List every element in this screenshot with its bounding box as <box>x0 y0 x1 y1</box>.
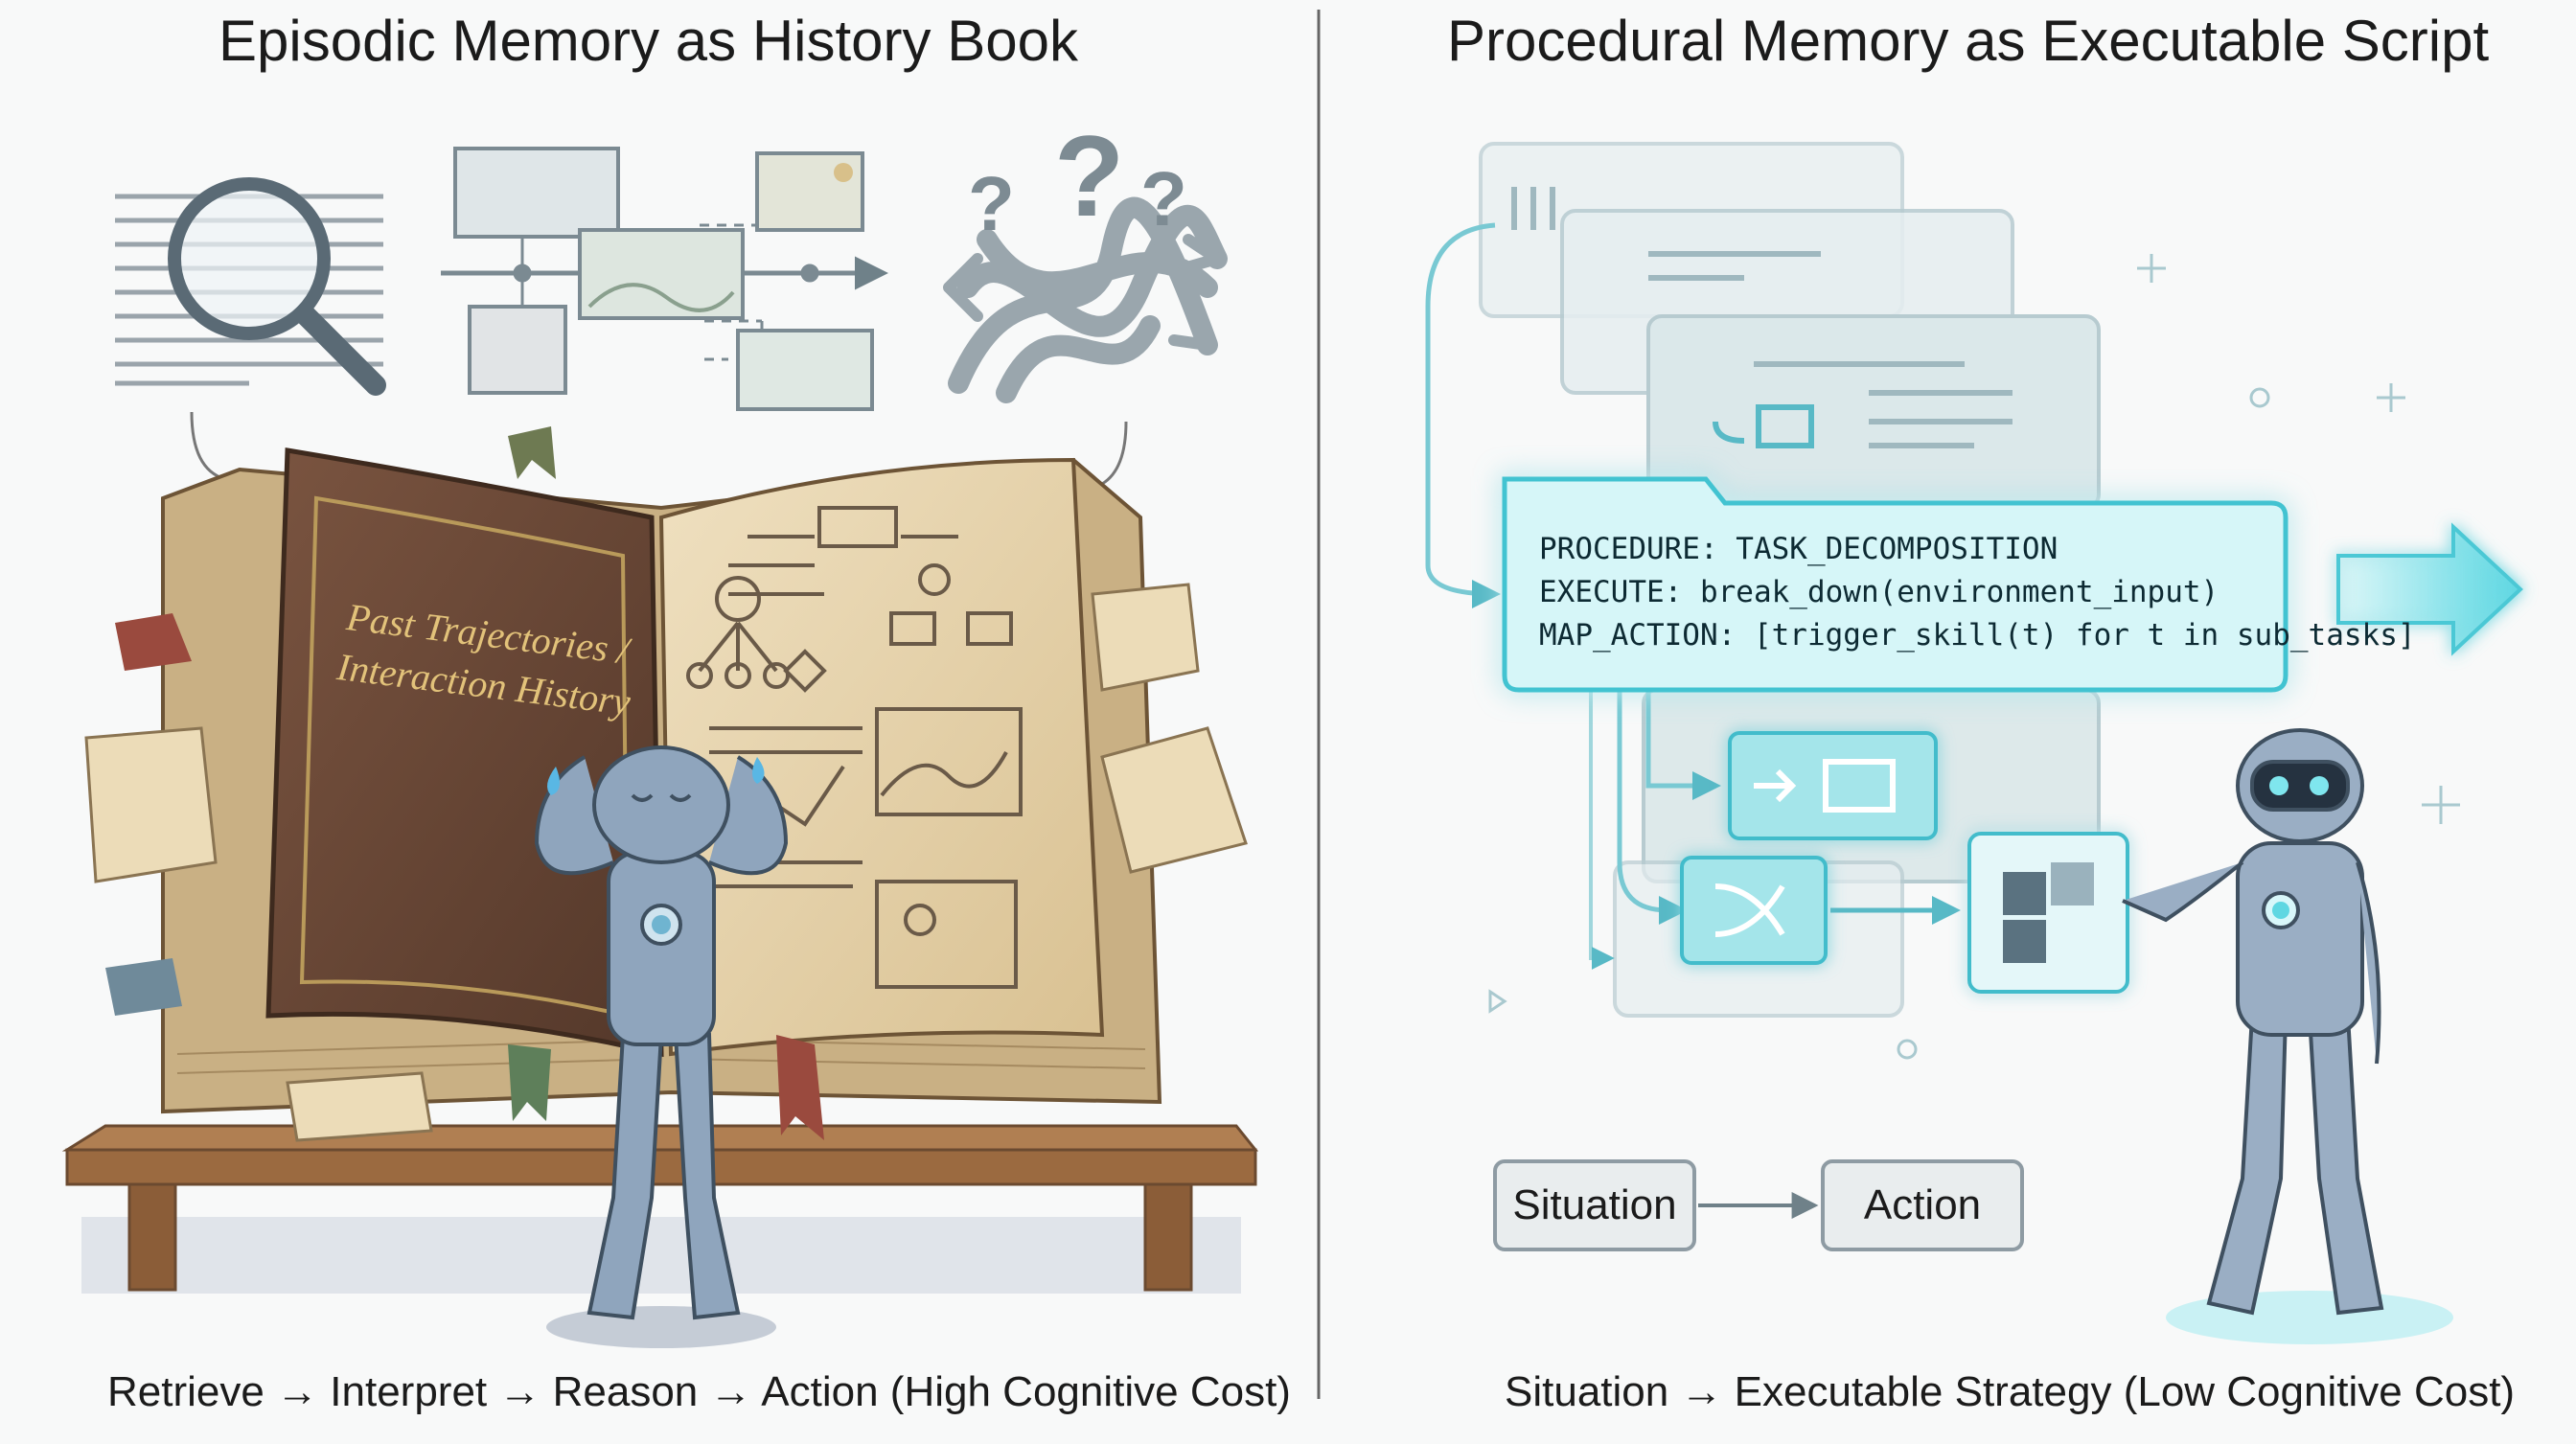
left-title: Episodic Memory as History Book <box>218 9 1078 73</box>
right-title: Procedural Memory as Executable Script <box>1447 9 2490 73</box>
left-caption: Retrieve → Interpret → Reason → Action (… <box>107 1368 1291 1415</box>
code-line-3: MAP_ACTION: [trigger_skill(t) for t in s… <box>1539 618 2416 653</box>
code-line-1: PROCEDURE: TASK_DECOMPOSITION <box>1539 532 2058 566</box>
svg-text:?: ? <box>968 161 1015 246</box>
skill-box-shuffle <box>1680 856 1828 965</box>
skill-box-swap <box>1728 731 1938 840</box>
timeline-photos-icon <box>441 147 888 411</box>
bracket-right <box>1101 421 1128 486</box>
bracket-left <box>190 411 226 481</box>
confusion-arrows-icon <box>943 197 1228 403</box>
floor-shadow <box>81 1217 1241 1294</box>
book-page-right <box>658 457 1105 1057</box>
code-card-frame <box>1502 476 2288 693</box>
situation-box: Situation <box>1493 1159 1696 1251</box>
connector-left <box>1425 222 1501 608</box>
pointing-robot <box>2122 728 2453 1344</box>
svg-text:?: ? <box>1054 112 1124 241</box>
output-arrow <box>2336 522 2523 656</box>
puzzle-skill-icon <box>1967 832 2129 994</box>
book-cover <box>265 447 664 1058</box>
magnifier-icon <box>115 177 386 396</box>
sparkle-decor <box>1488 254 2460 1060</box>
svg-text:?: ? <box>1140 156 1187 241</box>
code-line-2: EXECUTE: break_down(environment_input) <box>1539 575 2220 609</box>
card-decor <box>1511 187 2012 448</box>
worried-robot <box>534 745 789 1348</box>
action-box: Action <box>1821 1159 2024 1251</box>
right-caption: Situation → Executable Strategy (Low Cog… <box>1505 1368 2516 1415</box>
question-mark-icons: ? ? ? <box>968 112 1187 246</box>
